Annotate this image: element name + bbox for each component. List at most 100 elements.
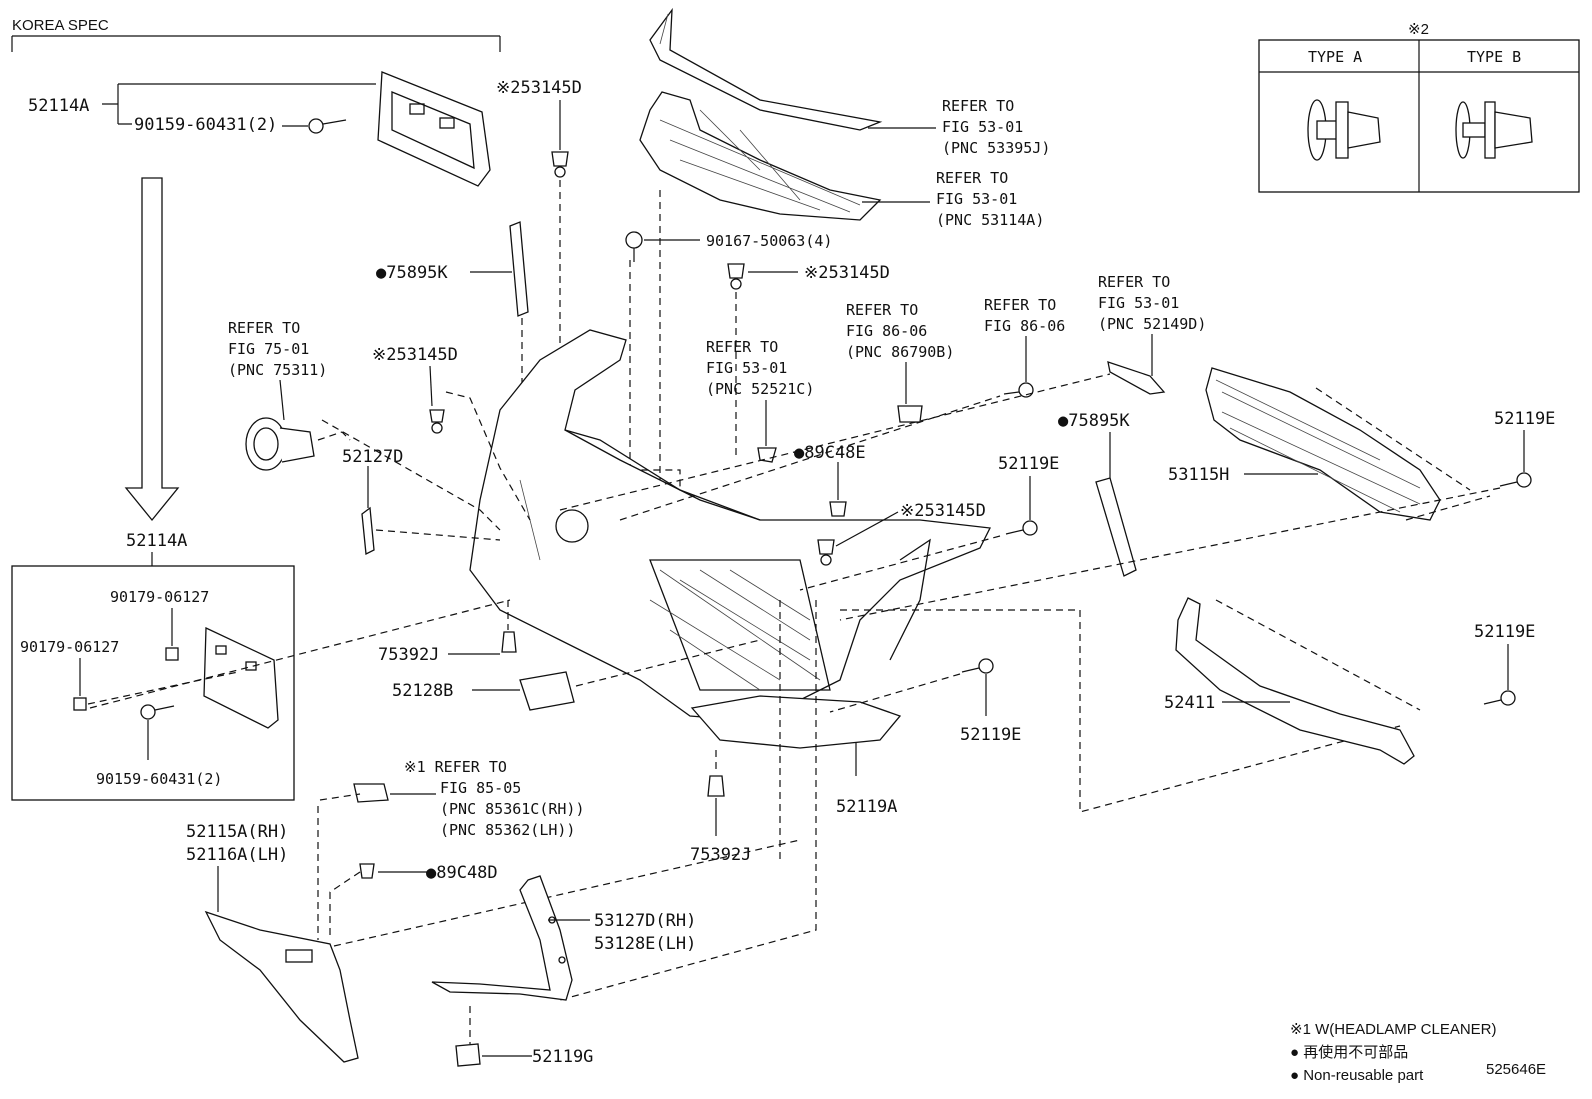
label-52119e-3: 52119E [960, 725, 1021, 745]
lower-spoiler [690, 695, 902, 749]
label-refer-53114-2: FIG 53-01 [936, 190, 1017, 208]
legend-note1: ※1 W(HEADLAMP CLEANER) [1290, 1021, 1497, 1038]
label-refer-53395-1: REFER TO [942, 97, 1014, 115]
label-refer-53114-3: (PNC 53114A) [936, 211, 1044, 229]
label-refer-85-3: (PNC 85361C(RH)) [440, 800, 585, 818]
label-refer-85-2: FIG 85-05 [440, 779, 521, 797]
screw-icon [625, 231, 643, 262]
label-52127d: 52127D [342, 447, 403, 467]
label-refer-8606-2: FIG 86-06 [984, 317, 1065, 335]
label-refer-86790-2: FIG 86-06 [846, 322, 927, 340]
clip-icon [727, 263, 745, 290]
clip-89c48d [359, 863, 375, 879]
nut-icon [73, 697, 87, 711]
label-refer-53395-3: (PNC 53395J) [942, 139, 1050, 157]
side-cover-52115a [204, 910, 359, 1063]
bolt-icon [1499, 472, 1532, 488]
bolt-icon [1005, 520, 1038, 536]
label-89c48e: ●89C48E [794, 443, 866, 463]
label-53115h: 53115H [1168, 465, 1229, 485]
clip-75392j [501, 631, 517, 653]
label-52119e-1: 52119E [1494, 409, 1555, 429]
label-refer-86790-1: REFER TO [846, 301, 918, 319]
bolt-icon [308, 118, 347, 134]
bezel-53127d [431, 875, 573, 1001]
label-refer-52521-3: (PNC 52521C) [706, 380, 814, 398]
label-refer-52149-1: REFER TO [1098, 273, 1170, 291]
label-90179-b: 90179-06127 [20, 638, 119, 656]
label-52114a-box: 52114A [126, 531, 187, 551]
label-52128b: 52128B [392, 681, 453, 701]
label-52119g: 52119G [532, 1047, 593, 1067]
upper-support-53114a [639, 91, 882, 221]
korea-spec-box [11, 565, 295, 801]
type-b-label: TYPE B [1467, 48, 1521, 66]
cover-52128b [519, 671, 575, 711]
label-53127d: 53127D(RH) [594, 911, 696, 931]
fog-lamp [245, 417, 315, 471]
strip-75895k-right [1095, 477, 1137, 577]
clip-type-b-icon [1455, 101, 1533, 159]
lower-trim-52411 [1175, 597, 1415, 765]
label-53145d-2: ※253145D [372, 345, 458, 365]
label-refer-52521-1: REFER TO [706, 338, 778, 356]
bolt-icon [1003, 382, 1034, 398]
bracket-52521c [757, 447, 777, 463]
bolt-icon [140, 704, 175, 720]
label-53145d-3: ※253145D [804, 263, 890, 283]
bracket-52127d [361, 506, 375, 556]
label-refer-53395-2: FIG 53-01 [942, 118, 1023, 136]
label-52119e-4: 52119E [1474, 622, 1535, 642]
label-75392j-1: 75392J [378, 645, 439, 665]
bolt-icon [1483, 690, 1516, 706]
korea-spec-label: KOREA SPEC [12, 17, 109, 34]
clip-icon [817, 539, 835, 566]
sensor-bracket [897, 405, 923, 423]
label-refer-75-3: (PNC 75311) [228, 361, 327, 379]
label-52116a: 52116A(LH) [186, 845, 288, 865]
strip-75895k-left [509, 221, 529, 317]
type-a-label: TYPE A [1308, 48, 1362, 66]
clip-type-a-icon [1307, 99, 1381, 161]
label-52119a: 52119A [836, 797, 897, 817]
clip-75392j-lower [707, 775, 725, 797]
label-refer-52149-2: FIG 53-01 [1098, 294, 1179, 312]
label-refer-8606-1: REFER TO [984, 296, 1056, 314]
clip-icon [429, 409, 445, 434]
label-refer-52521-2: FIG 53-01 [706, 359, 787, 377]
label-75895k-2: ●75895K [1058, 411, 1130, 431]
bolt-icon [961, 658, 994, 674]
label-75392j-2: 75392J [690, 845, 751, 865]
label-52115a: 52115A(RH) [186, 822, 288, 842]
clip-icon [829, 501, 847, 517]
label-75895k-1: ●75895K [376, 263, 448, 283]
legend-note-en: ● Non-reusable part [1290, 1067, 1424, 1084]
bumper-cover-52119a [469, 329, 991, 721]
label-52114a-top: 52114A [28, 96, 89, 116]
nut-icon [165, 647, 179, 661]
clip-icon [551, 151, 569, 178]
label-90167: 90167-50063(4) [706, 232, 832, 250]
label-52411: 52411 [1164, 693, 1215, 713]
license-plate-bracket-top [377, 71, 491, 187]
label-89c48d: ●89C48D [426, 863, 498, 883]
label-90159-top: 90159-60431(2) [134, 115, 277, 135]
label-refer-53114-1: REFER TO [936, 169, 1008, 187]
grille-53115h [1205, 367, 1441, 521]
plate-bracket-box [203, 626, 279, 729]
label-refer-75-1: REFER TO [228, 319, 300, 337]
note2-mark: ※2 [1408, 21, 1429, 38]
label-refer-52149-3: (PNC 52149D) [1098, 315, 1206, 333]
label-90179-a: 90179-06127 [110, 588, 209, 606]
legend-note-jp: ● 再使用不可部品 [1290, 1044, 1408, 1061]
label-53145d-4: ※253145D [900, 501, 986, 521]
label-refer-75-2: FIG 75-01 [228, 340, 309, 358]
upper-support-53395j [649, 7, 883, 131]
headlamp-cleaner-cover [353, 783, 389, 803]
label-53145d-1: ※253145D [496, 78, 582, 98]
label-refer-86790-3: (PNC 86790B) [846, 343, 954, 361]
bracket-52149d [1107, 361, 1166, 395]
diagram-code: 525646E [1486, 1061, 1546, 1078]
label-90159-box: 90159-60431(2) [96, 770, 222, 788]
